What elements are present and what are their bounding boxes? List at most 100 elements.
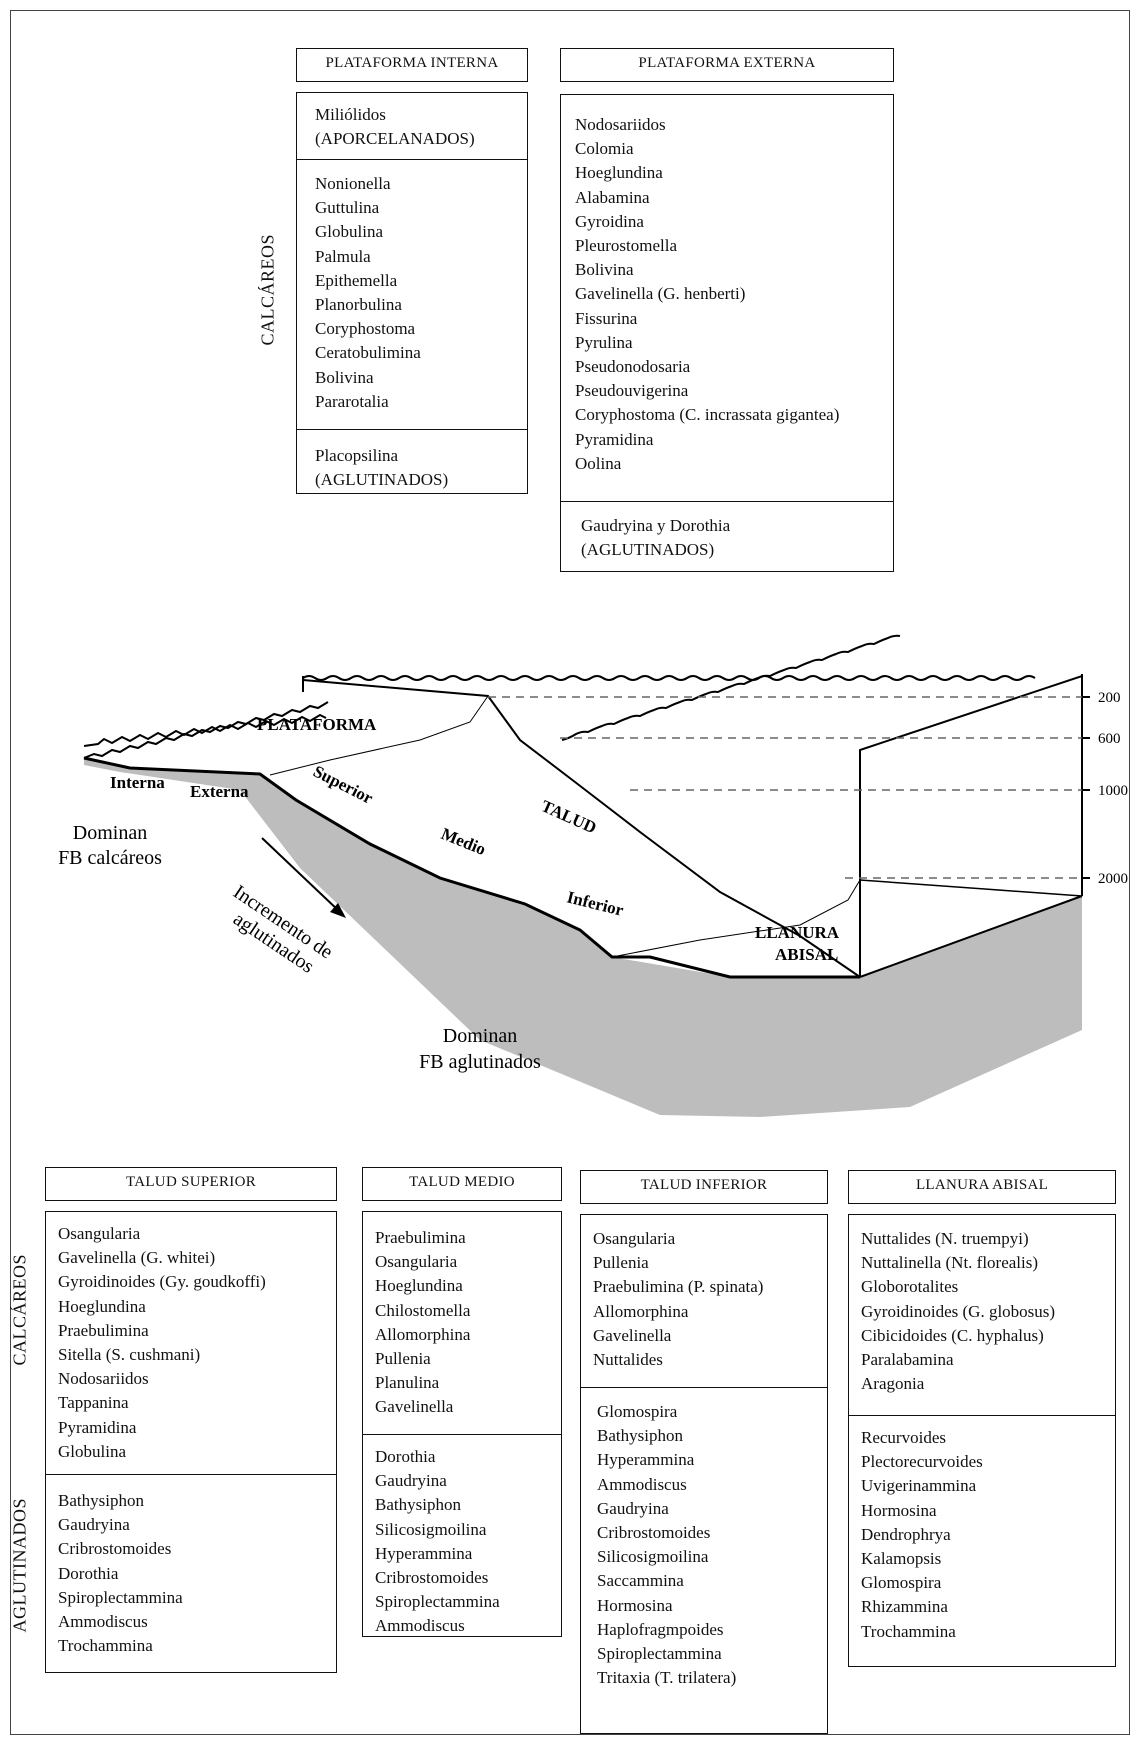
taxon-item: Coryphostoma [315,319,416,339]
taxon-item: Trochammina [861,1621,956,1641]
taxon-item: Pararotalia [315,391,389,411]
taxon-item: Pyramidina [58,1417,137,1437]
taxon-item: Pyrulina [575,332,633,352]
depth-label-1000: 1000 [1098,783,1128,799]
externa-group2-list: Gaudryina y Dorothia (AGLUTINADOS) [581,514,893,562]
taxon-item: Praebulimina (P. spinata) [593,1277,764,1297]
taxon-item: Globulina [58,1441,126,1461]
label-abisal: ABISAL [775,945,838,964]
externa-agglutinated-group: Gaudryina y Dorothia (AGLUTINADOS) [561,501,893,562]
taxon-item: (APORCELANADOS) [315,129,475,149]
taxon-item: Guttulina [315,198,380,218]
taxon-item: Recurvoides [861,1428,946,1447]
taxon-item: Bathysiphon [58,1491,144,1510]
taxon-item: Osangularia [375,1252,458,1272]
dominan-aglutinados-2: FB aglutinados [419,1051,541,1073]
taxon-item: Gavelinella [593,1325,672,1345]
taxon-item: Ceratobulimina [315,343,421,363]
block-right-face [859,674,1083,977]
taxon-item: Nuttalides (N. truempyi) [861,1229,1029,1248]
taxon-item: Bolivina [315,367,374,387]
side-label-calcareos-bottom: CALCÁREOS [9,1253,30,1366]
taxon-item: Gaudryina y Dorothia [581,516,731,535]
taxon-item: Spiroplectammina [58,1587,183,1607]
taxon-item: Cribrostomoides [375,1568,489,1588]
taxon-item: Osangularia [58,1224,141,1243]
talud-medio-title: TALUD MEDIO [409,1174,515,1190]
taxon-item: (AGLUTINADOS) [581,540,715,560]
taxon-item: Epithemella [315,270,398,290]
label-llanura: LLANURA [755,923,840,942]
taxon-item: Nodosariidos [575,115,666,134]
taxon-item: Alabamina [575,187,650,207]
label-plataforma: PLATAFORMA [257,715,377,734]
taxon-item: Nodosariidos [58,1369,149,1389]
plataforma-externa-title: PLATAFORMA EXTERNA [638,55,816,71]
figure-frame [10,10,1130,1735]
talud-medio-header: TALUD MEDIO [362,1167,562,1201]
seafloor-line [83,756,860,979]
llanura-abisal-calc-list: Nuttalides (N. truempyi) Nuttalinella (Nt… [861,1227,1115,1396]
taxon-item: Gavelinella [375,1397,454,1417]
label-externa: Externa [190,782,249,801]
taxon-item: Nuttalides [593,1350,663,1370]
taxon-item: Globorotalites [861,1277,959,1297]
taxon-item: Gyroidinoides (Gy. goudkoffi) [58,1272,266,1292]
llanura-abisal-calc: Nuttalides (N. truempyi) Nuttalinella (Nt… [861,1227,1115,1396]
sea-surface-top [302,675,1036,681]
taxon-item: Chilostomella [375,1300,471,1320]
block-bottom-right [859,895,1083,978]
interna-group3-list: Placopsilina(AGLUTINADOS) [315,444,527,492]
taxon-item: Hyperammina [597,1450,695,1470]
taxon-item: Sitella (S. cushmani) [58,1345,201,1365]
taxon-item: Gyroidina [575,211,644,231]
taxon-item: Ammodiscus [597,1474,687,1494]
taxon-item: Pullenia [375,1349,431,1369]
talud-superior-title: TALUD SUPERIOR [125,1174,257,1190]
taxon-item: Oolina [575,453,622,473]
rise-thin [611,879,861,958]
plataforma-interna-title: PLATAFORMA INTERNA [325,55,499,71]
taxon-item: Hoeglundina [58,1296,146,1316]
side-label-aglutinados-bottom: AGLUTINADOS [9,1498,30,1633]
taxon-item: Allomorphina [375,1324,471,1344]
dominan-aglutinados-1: Dominan [443,1025,517,1047]
label-inferior: Inferior [565,887,626,919]
taxon-item: Pseudouvigerina [575,381,689,401]
taxon-item: Uvigerinammina [861,1476,977,1496]
taxon-item: Gaudryina [597,1498,669,1518]
sea-surface-right [561,634,901,741]
taxon-item: Paralabamina [861,1350,954,1370]
depth-label-600: 600 [1098,731,1121,747]
taxon-item: Praebulimina [375,1228,466,1247]
taxon-item: Ammodiscus [58,1612,148,1632]
taxon-item: Hormosina [861,1500,937,1520]
shelf-slope-profile [302,679,861,978]
taxon-item: Nuttalinella (Nt. florealis) [861,1253,1039,1273]
taxon-item: Glomospira [861,1573,942,1593]
taxon-item: Placopsilina [315,446,399,465]
taxon-item: Allomorphina [593,1301,689,1321]
plataforma-interna-header: PLATAFORMA INTERNA [296,48,528,82]
taxon-item: Fissurina [575,308,638,328]
taxon-item: Nonionella [315,174,391,193]
taxon-item: Tappanina [58,1393,129,1413]
sea-surface-left [83,713,327,747]
taxon-item: Pleurostomella [575,236,677,256]
depth-label-200: 200 [1098,690,1121,706]
taxon-item: Bolivina [575,260,634,280]
taxon-item: Dorothia [375,1447,436,1466]
interna-group1-list: Miliólidos(APORCELANADOS) [315,103,527,151]
taxon-item: Planorbulina [315,295,402,315]
taxon-item: Gyroidinoides (G. globosus) [861,1301,1056,1321]
dominan-calcareos-2: FB calcáreos [58,847,162,869]
